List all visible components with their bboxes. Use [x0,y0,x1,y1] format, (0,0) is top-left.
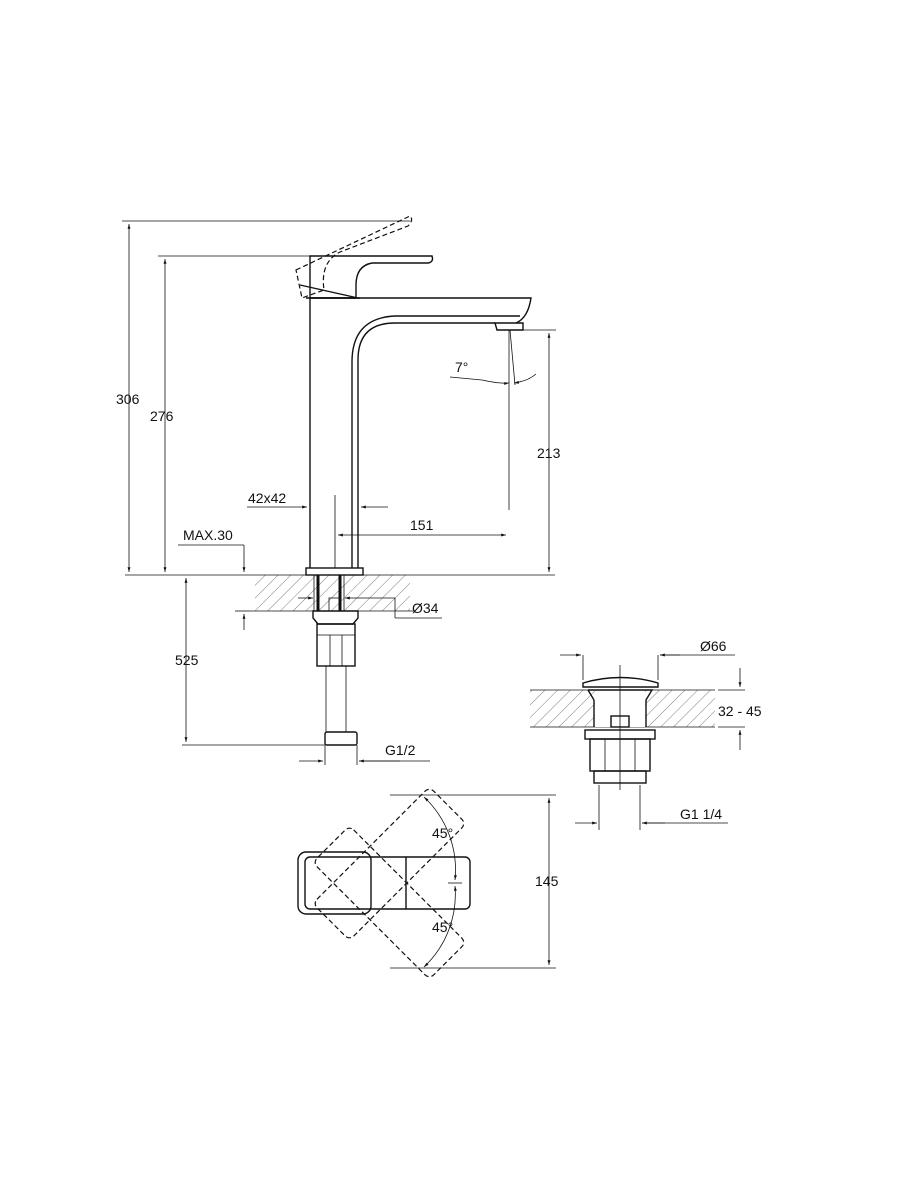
faucet-side-view [125,215,555,746]
dim-145: 145 [535,873,559,889]
pop-up-waste-drawing [530,653,745,830]
dim-525: 525 [175,652,199,668]
dim-45-bottom: 45° [432,919,453,935]
dim-276: 276 [150,408,174,424]
lever-top-view [297,788,556,978]
dim-213: 213 [537,445,561,461]
dim-diameter-66: Ø66 [700,638,727,654]
dim-g1-1-4: G1 1/4 [680,806,722,822]
dim-diameter-34: Ø34 [412,600,439,616]
dimension-lines [122,220,556,765]
dim-45-top: 45° [432,825,453,841]
dim-32-45: 32 - 45 [718,703,762,719]
dim-42x42: 42x42 [248,490,286,506]
dim-306: 306 [116,391,140,407]
dim-151: 151 [410,517,434,533]
dim-7-degree: 7° [455,359,468,375]
dim-max30: MAX.30 [183,527,233,543]
dim-g12: G1/2 [385,742,416,758]
